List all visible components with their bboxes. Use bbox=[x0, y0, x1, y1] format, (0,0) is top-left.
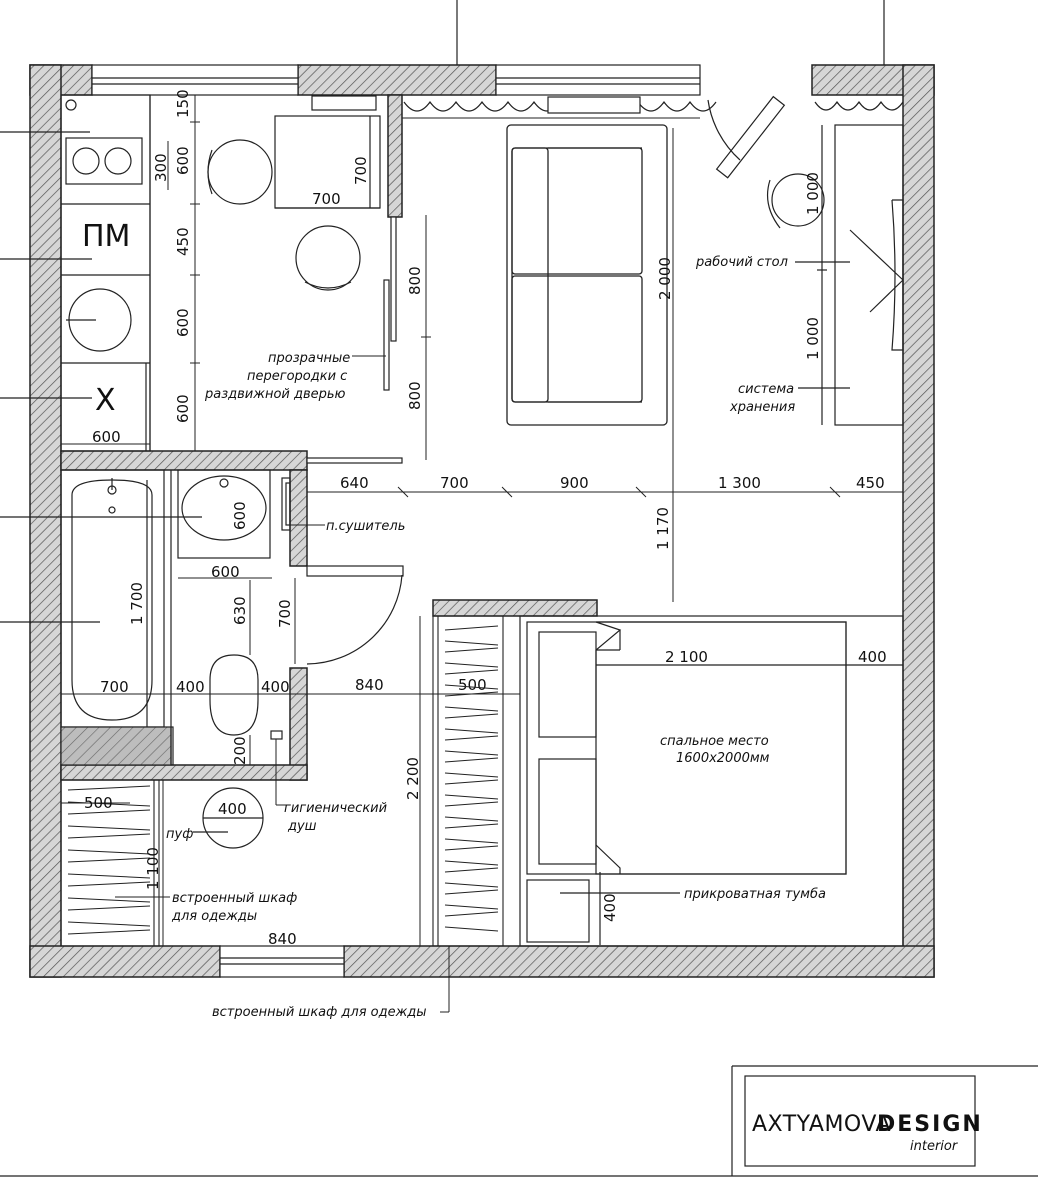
shower-label-line2: душ bbox=[287, 819, 317, 834]
wardrobe-hangers bbox=[444, 625, 499, 932]
nightstand-depth-dim: 400 bbox=[601, 893, 619, 922]
dim-200: 200 bbox=[231, 736, 249, 765]
leader-lines-outside bbox=[0, 0, 885, 623]
kitchen-dim-line bbox=[61, 95, 200, 451]
sink-width-dim: 600 bbox=[211, 563, 240, 581]
chair-dim-1000: 1 000 bbox=[804, 172, 822, 215]
dim-1300: 1 300 bbox=[718, 474, 761, 492]
partition-label-line3: раздвижной дверью bbox=[204, 387, 346, 402]
closet-label-line2: для одежды bbox=[171, 909, 257, 924]
dim-450-mid: 450 bbox=[856, 474, 885, 492]
pouf bbox=[193, 787, 264, 849]
title-block bbox=[0, 1065, 1038, 1177]
bed-label-line1: спальное место bbox=[660, 734, 769, 749]
dining-set bbox=[207, 95, 381, 291]
dryer-label: п.сушитель bbox=[326, 519, 405, 534]
bathroom-door bbox=[306, 565, 404, 665]
bed-label-line2: 1600х2000мм bbox=[676, 751, 770, 766]
glass-partitions bbox=[306, 216, 403, 464]
pouf-label: пуф bbox=[166, 827, 193, 842]
bedroom-dim-400: 400 bbox=[858, 648, 887, 666]
wardrobe-label: встроенный шкаф для одежды bbox=[212, 1005, 427, 1020]
bed-length-dim: 2 100 bbox=[665, 648, 708, 666]
dim-400-right: 400 bbox=[261, 678, 290, 696]
tub-width-dim: 700 bbox=[100, 678, 129, 696]
entrance-width-dim: 840 bbox=[268, 930, 297, 948]
pouf-diameter-dim: 400 bbox=[218, 800, 247, 818]
hall-dim-840: 840 bbox=[355, 676, 384, 694]
dim-450: 450 bbox=[174, 227, 192, 256]
dim-700-mid: 700 bbox=[440, 474, 469, 492]
balcony-door bbox=[707, 95, 786, 179]
dim-700-door: 700 bbox=[276, 599, 294, 628]
kitchen bbox=[60, 94, 151, 452]
tub-length-dim: 1 700 bbox=[128, 582, 146, 625]
fridge-label: Х bbox=[95, 383, 116, 418]
closet-hangers bbox=[67, 785, 151, 935]
brand-name-part2: DESIGN bbox=[877, 1112, 983, 1137]
dishwasher-label: ПМ bbox=[82, 219, 130, 254]
dim-1170: 1 170 bbox=[654, 507, 672, 550]
sofa bbox=[506, 124, 668, 426]
interior-walls bbox=[60, 94, 598, 781]
hall-closet bbox=[60, 779, 160, 947]
partition-dim-800-top: 800 bbox=[406, 266, 424, 295]
dim-600-fridge: 600 bbox=[174, 394, 192, 423]
windows bbox=[91, 64, 701, 978]
dim-630: 630 bbox=[231, 596, 249, 625]
hall-wardrobe bbox=[432, 615, 504, 947]
table-width-dim: 700 bbox=[312, 190, 341, 208]
bathroom bbox=[60, 469, 291, 766]
middle-dim-row bbox=[307, 486, 903, 498]
storage-label-line1: система bbox=[738, 382, 794, 397]
sofa-length-dim: 2 000 bbox=[656, 257, 674, 300]
wardrobe-length-dim: 2 200 bbox=[404, 757, 422, 800]
closet-width-dim: 500 bbox=[84, 794, 113, 812]
partition-dim-800-bottom: 800 bbox=[406, 381, 424, 410]
desk-storage bbox=[767, 124, 904, 426]
brand-name-part1: AXTYAMOVA bbox=[752, 1112, 891, 1137]
nightstand-label: прикроватная тумба bbox=[684, 887, 826, 902]
table-height-dim: 700 bbox=[352, 156, 370, 185]
desk-label: рабочий стол bbox=[695, 255, 788, 270]
closet-height-dim: 1 100 bbox=[144, 847, 162, 890]
dim-150: 150 bbox=[174, 89, 192, 118]
dim-600-kitchen-width: 600 bbox=[92, 428, 121, 446]
closet-label-line1: встроенный шкаф bbox=[172, 891, 297, 906]
storage-dim-1000: 1 000 bbox=[804, 317, 822, 360]
dim-640: 640 bbox=[340, 474, 369, 492]
radiator bbox=[547, 96, 641, 114]
dim-600-sink: 600 bbox=[174, 308, 192, 337]
shower-label-line1: гигиенический bbox=[284, 801, 387, 816]
curtains-right bbox=[814, 100, 904, 111]
dim-400-left: 400 bbox=[176, 678, 205, 696]
hall-dim-500: 500 bbox=[458, 676, 487, 694]
sink-depth-dim: 600 bbox=[231, 501, 249, 530]
dim-900: 900 bbox=[560, 474, 589, 492]
partition-dim-line bbox=[352, 215, 431, 460]
brand-subtitle: interior bbox=[910, 1139, 959, 1154]
partition-label-line1: прозрачные bbox=[268, 351, 350, 366]
bed bbox=[519, 615, 904, 947]
dim-300: 300 bbox=[152, 153, 170, 182]
outer-walls bbox=[29, 64, 935, 978]
partition-label-line2: перегородки с bbox=[247, 369, 347, 384]
storage-label-line2: хранения bbox=[729, 400, 795, 415]
dim-600-stove: 600 bbox=[174, 146, 192, 175]
